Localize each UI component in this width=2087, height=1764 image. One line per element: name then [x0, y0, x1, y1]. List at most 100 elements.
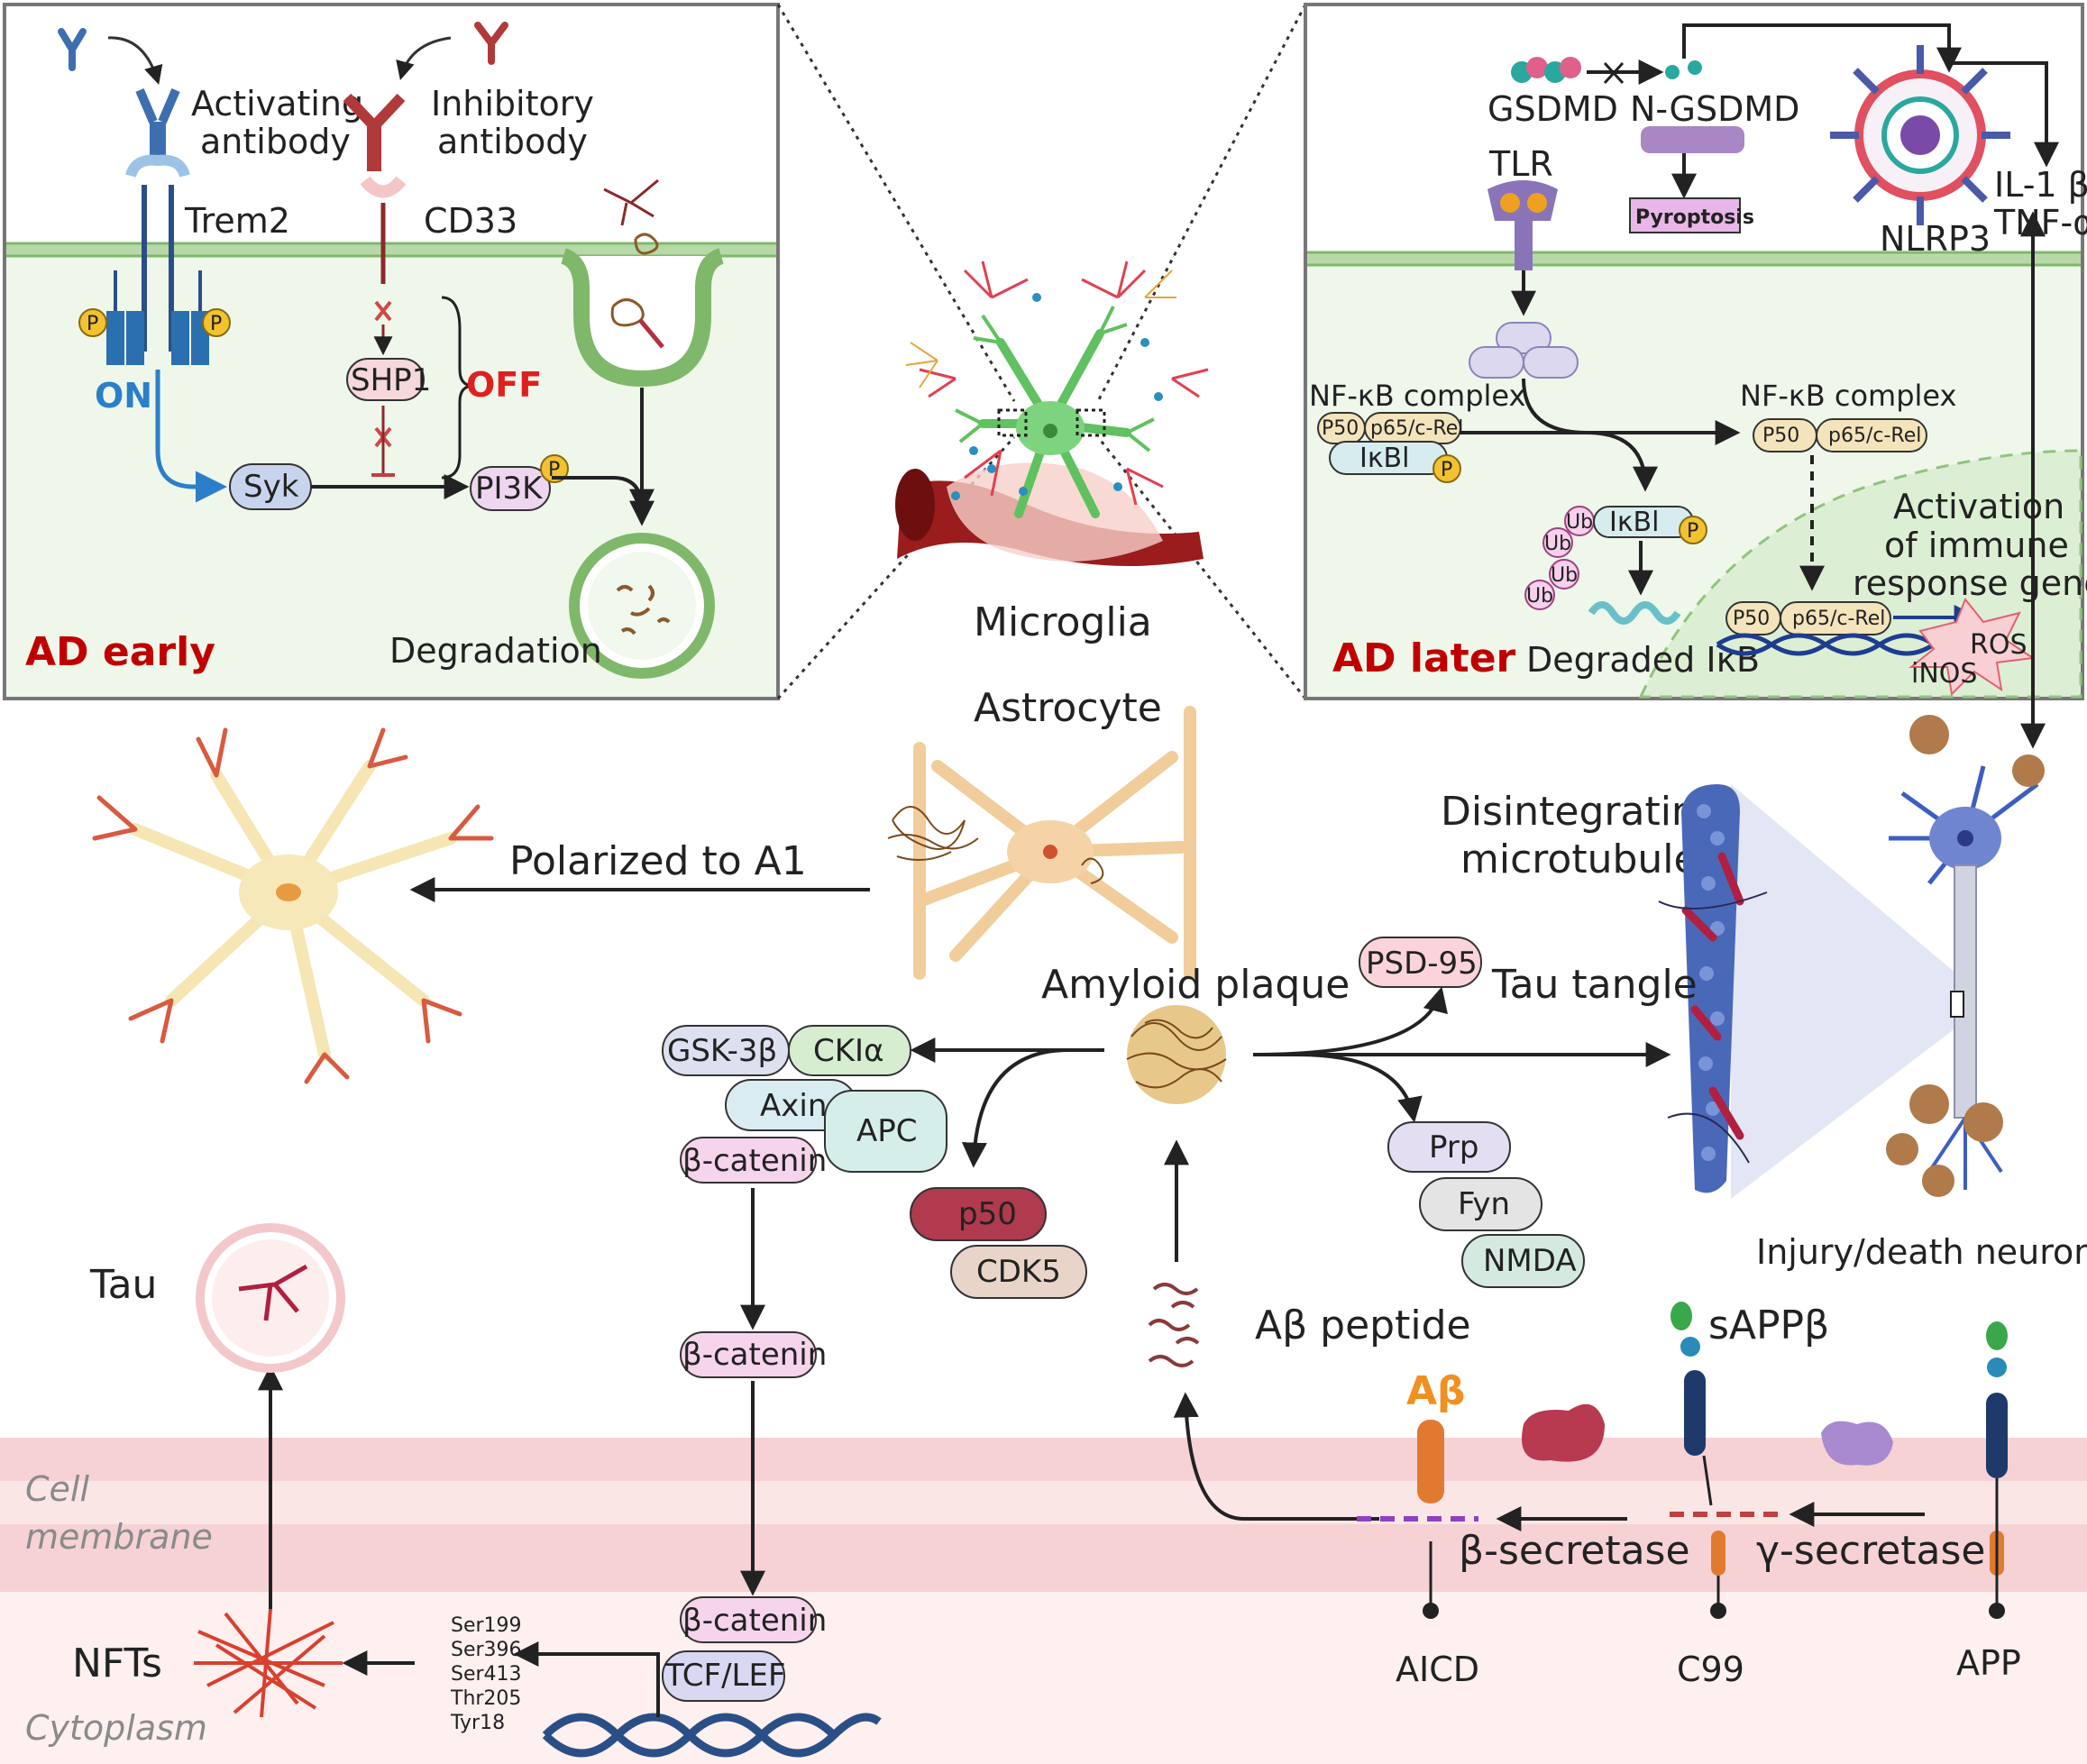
microtubule-label-2: microtubule: [1460, 836, 1698, 882]
ab-fragment-icon: [1417, 1420, 1444, 1504]
ikbl-label-left: IκBl: [1359, 443, 1409, 474]
zoom-cone: [1731, 784, 1956, 1199]
phagocytic-cup-icon: [560, 178, 725, 388]
bcat-pill-3: [680, 1596, 817, 1643]
inhibitory-antibody-label-1: Inhibitory: [431, 84, 594, 123]
app-icon: [1986, 1321, 2008, 1619]
bcat-pill-2: [680, 1331, 817, 1378]
degraded-ikb-icon: [1588, 601, 1681, 625]
shp1-pill: [346, 358, 425, 401]
nmda-pill: [1461, 1234, 1585, 1288]
off-bracket: [441, 296, 474, 480]
p50-label-nucleus: P50: [1733, 608, 1770, 630]
p-badge-ikbl-left-label: P: [1441, 459, 1452, 481]
syk-label: Syk: [243, 469, 299, 505]
p-badge-ikbl-left: [1433, 454, 1461, 483]
nfkb-complex-label-left: NF-κB complex: [1309, 379, 1525, 413]
ab-fragment-label: Aβ: [1406, 1368, 1466, 1414]
app-label: APP: [1956, 1643, 2021, 1683]
prp-pill: [1387, 1121, 1511, 1173]
shp1-label: SHP1: [351, 362, 431, 398]
fyn-pill: [1419, 1177, 1542, 1231]
cytoplasm-label: Cytoplasm: [25, 1708, 207, 1748]
pi3k-label: PI3K: [475, 471, 544, 507]
microtubule-label-1: Disintegrating: [1441, 789, 1722, 835]
site-ser413: Ser413: [451, 1663, 522, 1686]
gsdmd-label: GSDMD: [1487, 89, 1618, 129]
psd95-label: PSD-95: [1366, 946, 1478, 982]
bcat-label-2: β-catenin: [682, 1337, 827, 1373]
il1b-label: IL-1 β: [1994, 165, 2087, 205]
ub-label-2: Ub: [1544, 533, 1571, 555]
tcf-lef-pill: [662, 1650, 785, 1702]
ab-peptide-icon: [1148, 1283, 1200, 1367]
bcat-label-1: β-catenin: [682, 1143, 827, 1179]
astrocyte-label: Astrocyte: [974, 685, 1162, 731]
microglia-label: Microglia: [974, 599, 1152, 645]
cdk5-pill: [950, 1245, 1087, 1299]
zoom-guide-lines: [776, 4, 1307, 700]
ad-later-title: AD later: [1332, 635, 1516, 681]
nfts-label: NFTs: [72, 1641, 162, 1686]
tnfa-label: TNF-α: [1993, 203, 2087, 242]
activating-antibody-label-2: antibody: [200, 122, 351, 161]
pyroptosis-label: Pyroptosis: [1635, 206, 1754, 229]
p-badge-left: P: [87, 313, 98, 335]
gsdmd-icon: [1511, 57, 1581, 83]
p-badge-pi3k-label: P: [548, 459, 560, 481]
p50-cdk-label: p50: [958, 1196, 1017, 1232]
site-ser199: Ser199: [451, 1614, 522, 1637]
beta-secretase-label: β-secretase: [1459, 1528, 1690, 1574]
nmda-label: NMDA: [1483, 1243, 1577, 1279]
site-ser396: Ser396: [451, 1639, 522, 1661]
tau-tangle-label: Tau tangle: [1491, 962, 1698, 1008]
ub-label-3: Ub: [1551, 564, 1578, 587]
apc-label: APC: [856, 1113, 918, 1149]
n-gsdmd-icon: [1641, 60, 1744, 153]
gsk3b-label: GSK-3β: [667, 1033, 777, 1069]
ckia-label: CKIα: [813, 1033, 883, 1069]
on-label: ON: [95, 376, 152, 416]
degradation-label: Degradation: [389, 631, 602, 671]
p-badge-pi3k: [540, 454, 569, 483]
degraded-ikb-label: Degraded IκB: [1526, 640, 1760, 680]
nlrp3-label: NLRP3: [1880, 219, 1991, 259]
inhibitory-antibody-icon: [474, 22, 508, 65]
tau-vesicle-icon: [196, 1223, 345, 1373]
activating-antibody-icon: [58, 28, 87, 71]
neuron-illustration: [1886, 715, 2045, 1197]
nlrp3-inflammasome-icon: [1830, 45, 2010, 225]
amyloid-plaque-label: Amyloid plaque: [1041, 962, 1350, 1008]
ubiquitin-chain-icon: [1524, 506, 1595, 610]
p50-label-right: P50: [1762, 425, 1799, 447]
amyloid-plaque-icon: [1126, 1005, 1227, 1104]
ikbl-label-ub: IκBl: [1609, 507, 1659, 538]
gamma-secretase-icon: [1821, 1421, 1893, 1466]
p50-label-left: P50: [1322, 417, 1359, 440]
site-thr205: Thr205: [450, 1687, 521, 1710]
p65-pill-nucleus: [1780, 601, 1891, 635]
cell-membrane-label-2: membrane: [25, 1517, 213, 1557]
astrocyte-illustration: [887, 706, 1196, 980]
p50-cdk-pill: [910, 1187, 1047, 1241]
ros-label: ROS: [1970, 629, 2028, 661]
off-label: OFF: [466, 365, 542, 405]
sappb-label: sAPPβ: [1708, 1302, 1829, 1348]
apc-pill: [824, 1090, 947, 1173]
activation-label-2: of immune: [1884, 526, 2069, 565]
cell-membrane-band: [0, 1438, 2087, 1764]
p-badge-ikbl-ub-label: P: [1687, 520, 1698, 543]
tcf-lef-label: TCF/LEF: [664, 1658, 786, 1694]
activation-label-3: response genes: [1853, 563, 2087, 603]
nfts-tangle-icon: [194, 1608, 343, 1718]
p-badge-right: P: [210, 313, 222, 335]
dna-nucleus-icon: [1716, 633, 1936, 656]
inhibitory-antibody-label-2: antibody: [437, 122, 588, 161]
ab-peptide-label: Aβ peptide: [1255, 1302, 1471, 1348]
p65-label-right: p65/c-Rel: [1828, 425, 1921, 447]
ub-label-1: Ub: [1566, 511, 1593, 534]
bcat-pill-1: [680, 1137, 817, 1184]
cleavage-scissors-icon: [1603, 61, 1625, 85]
beta-secretase-icon: [1522, 1403, 1605, 1462]
